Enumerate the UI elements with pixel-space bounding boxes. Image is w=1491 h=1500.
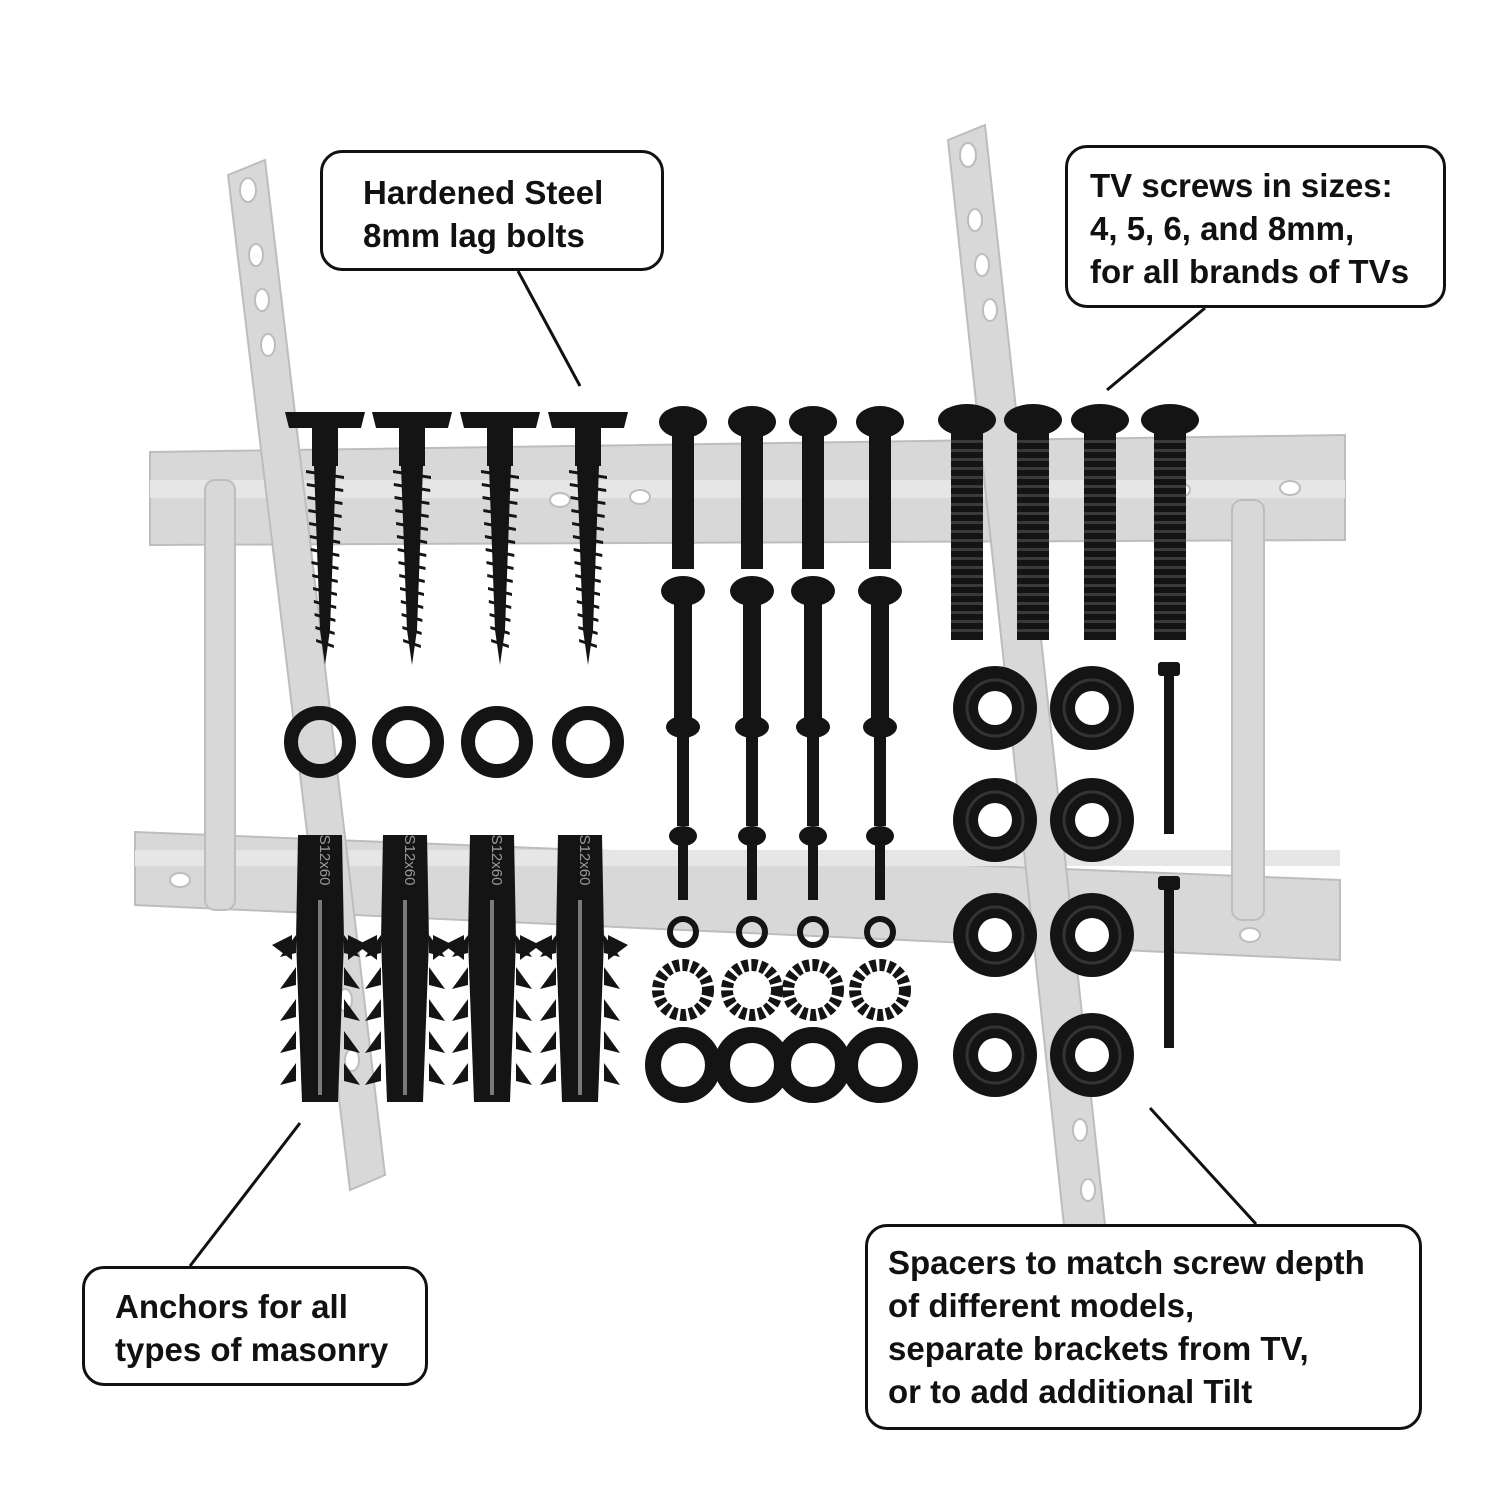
callout-tv-line-1: TV screws in sizes: bbox=[1090, 167, 1393, 204]
tv-screw-icon bbox=[661, 576, 705, 724]
tv-screw-icon bbox=[1071, 404, 1129, 640]
lag-bolts-group bbox=[285, 412, 628, 665]
washer-icon bbox=[552, 706, 624, 778]
lag-bolt-icon bbox=[372, 412, 452, 665]
leader-line-lag bbox=[516, 270, 582, 387]
callout-tv-screws: TV screws in sizes: 4, 5, 6, and 8mm, fo… bbox=[1065, 145, 1446, 308]
washer-icon bbox=[645, 1027, 721, 1103]
lock-washer-icon bbox=[652, 959, 714, 1021]
wall-anchors-group: S12x60 S12x60 S12x60 S12x60 bbox=[272, 835, 628, 1102]
spacer-icon bbox=[1050, 893, 1134, 977]
tv-screw-icon bbox=[791, 576, 835, 724]
leader-line-anchor bbox=[188, 1122, 302, 1267]
callout-lag-line-2: 8mm lag bolts bbox=[363, 217, 585, 254]
spacer-icon bbox=[953, 778, 1037, 862]
long-tv-screws-group bbox=[938, 404, 1199, 640]
callout-tv-line-2: 4, 5, 6, and 8mm, bbox=[1090, 210, 1355, 247]
tv-screw-icon bbox=[796, 716, 830, 826]
tv-screw-icon bbox=[1004, 404, 1062, 640]
callout-spacer-line-1: Spacers to match screw depth bbox=[888, 1244, 1365, 1281]
washer-icon bbox=[736, 916, 768, 948]
tv-screw-icon bbox=[1141, 404, 1199, 640]
lag-bolt-icon bbox=[460, 412, 540, 665]
callout-spacer-line-4: or to add additional Tilt bbox=[888, 1373, 1253, 1410]
callout-anchor-line-2: types of masonry bbox=[115, 1331, 389, 1368]
spacer-icon bbox=[953, 1013, 1037, 1097]
anchor-marking: S12x60 bbox=[488, 835, 505, 886]
spacer-icon bbox=[1050, 666, 1134, 750]
tv-screw-icon bbox=[666, 716, 700, 826]
wall-anchor-icon: S12x60 bbox=[272, 835, 368, 1102]
callout-spacers: Spacers to match screw depth of differen… bbox=[865, 1224, 1422, 1430]
lock-washer-icon bbox=[721, 959, 783, 1021]
lag-bolt-icon bbox=[548, 412, 628, 665]
spacer-icon bbox=[1050, 1013, 1134, 1097]
lock-washer-icon bbox=[849, 959, 911, 1021]
pin-icon bbox=[1158, 662, 1180, 1048]
lag-bolt-icon bbox=[285, 412, 365, 665]
washer-icon bbox=[714, 1027, 790, 1103]
wall-anchor-icon: S12x60 bbox=[444, 835, 540, 1102]
spacer-icon bbox=[1050, 778, 1134, 862]
spacers-group bbox=[953, 666, 1134, 1097]
tv-screw-icon bbox=[738, 826, 766, 900]
tv-screw-icon bbox=[938, 404, 996, 640]
leader-line-tv bbox=[1106, 306, 1206, 392]
tv-screw-icon bbox=[858, 576, 902, 724]
anchor-marking: S12x60 bbox=[576, 835, 593, 886]
callout-lag-line-1: Hardened Steel bbox=[363, 174, 604, 211]
tv-screw-icon bbox=[799, 826, 827, 900]
lag-washers-group bbox=[284, 706, 624, 778]
callout-anchor-line-1: Anchors for all bbox=[115, 1288, 348, 1325]
wall-anchor-icon: S12x60 bbox=[532, 835, 628, 1102]
tv-screw-icon bbox=[669, 826, 697, 900]
tv-screw-icon bbox=[730, 576, 774, 724]
tv-screw-icon bbox=[735, 716, 769, 826]
wall-anchor-icon: S12x60 bbox=[357, 835, 453, 1102]
washer-icon bbox=[372, 706, 444, 778]
leader-lines bbox=[188, 270, 1258, 1267]
tv-screw-icon bbox=[728, 406, 776, 569]
tv-screws-group bbox=[659, 406, 904, 900]
spacer-icon bbox=[953, 666, 1037, 750]
tv-screw-icon bbox=[856, 406, 904, 569]
anchor-marking: S12x60 bbox=[316, 835, 333, 886]
callout-lag-bolts: Hardened Steel 8mm lag bolts bbox=[320, 150, 664, 271]
callout-spacer-line-2: of different models, bbox=[888, 1287, 1195, 1324]
washer-icon bbox=[775, 1027, 851, 1103]
washer-icon bbox=[842, 1027, 918, 1103]
leader-line-spacer bbox=[1148, 1106, 1258, 1226]
spacer-icon bbox=[953, 893, 1037, 977]
washer-icon bbox=[797, 916, 829, 948]
washer-icon bbox=[667, 916, 699, 948]
tv-screw-icon bbox=[789, 406, 837, 569]
callout-anchors: Anchors for all types of masonry bbox=[82, 1266, 428, 1386]
callout-spacer-line-3: separate brackets from TV, bbox=[888, 1330, 1309, 1367]
washer-icon bbox=[864, 916, 896, 948]
tv-screw-icon bbox=[659, 406, 707, 569]
small-washers-group bbox=[645, 916, 918, 1103]
tv-screw-icon bbox=[863, 716, 897, 826]
lock-washer-icon bbox=[782, 959, 844, 1021]
washer-icon bbox=[461, 706, 533, 778]
washer-icon bbox=[284, 706, 356, 778]
anchor-marking: S12x60 bbox=[401, 835, 418, 886]
tv-screw-icon bbox=[866, 826, 894, 900]
callout-tv-line-3: for all brands of TVs bbox=[1090, 253, 1410, 290]
